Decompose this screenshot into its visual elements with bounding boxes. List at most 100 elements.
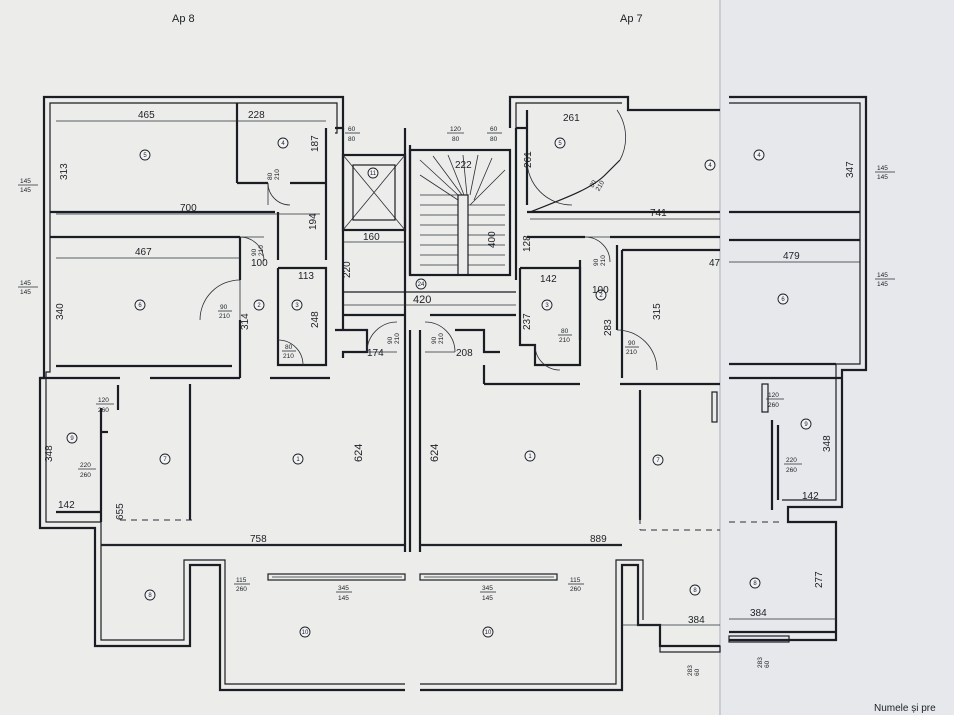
dim-741: 741 [650,208,667,219]
svg-text:3: 3 [545,303,549,309]
footer-text: Numele și pre [874,703,936,714]
ap-7-title: Ap 7 [620,13,643,25]
svg-text:8: 8 [148,593,152,599]
room-label-5-right: 5 [554,137,566,149]
landing-area [343,291,516,552]
svg-text:145: 145 [20,289,31,296]
svg-text:145: 145 [482,595,493,602]
dashed-lines [120,518,641,530]
fraction-90-210-entry-left: 90 210 [387,333,401,344]
svg-text:80: 80 [267,172,274,180]
fraction-90-210-entry-right: 90 210 [431,333,445,344]
svg-text:6: 6 [138,303,142,309]
svg-text:120: 120 [98,397,109,404]
svg-text:260: 260 [768,402,779,409]
dim-228: 228 [248,110,265,121]
dim-624-left: 624 [353,444,365,462]
svg-text:120: 120 [450,126,461,133]
dim-174: 174 [367,348,384,359]
dimension-lines [56,120,860,626]
svg-text:1: 1 [528,454,532,460]
room-label-3-right: 3 [541,299,553,311]
svg-text:3: 3 [295,303,299,309]
fraction-120-260-strip: 120 260 [766,392,784,409]
svg-text:115: 115 [236,577,247,584]
svg-text:210: 210 [274,169,281,180]
svg-text:90: 90 [628,340,636,347]
dim-261-top: 261 [563,113,580,124]
dim-113: 113 [298,271,314,282]
svg-text:8: 8 [693,588,697,594]
svg-text:210: 210 [283,353,294,360]
svg-text:2: 2 [257,303,261,309]
svg-text:120: 120 [768,392,779,399]
svg-text:4: 4 [281,141,285,147]
svg-text:7: 7 [656,458,660,464]
fraction-60-80-right: 60 80 [487,126,502,143]
svg-text:80: 80 [348,136,356,143]
dim-313: 313 [59,163,70,180]
svg-text:260: 260 [786,467,797,474]
dim-128: 128 [522,235,533,252]
svg-text:345: 345 [482,585,493,592]
dim-348-left: 348 [44,445,55,462]
fraction-60-80: 60 80 [345,126,360,143]
svg-text:145: 145 [338,595,349,602]
dim-889: 889 [590,534,607,545]
dim-261-side: 261 [523,151,534,168]
dim-142-strip: 142 [802,491,819,502]
dim-248: 248 [310,311,321,328]
door-swings [199,109,658,371]
paper-sheet-left [0,0,720,715]
svg-text:90: 90 [220,304,228,311]
dim-384-right: 384 [688,615,705,626]
room-label-9-strip: 9 [800,418,812,430]
dim-314: 314 [240,313,251,330]
fraction-145-145-left-top: 145 145 [18,178,38,194]
balcony-windows [267,573,790,653]
room-label-10-left: 10 [299,626,311,638]
svg-text:210: 210 [595,179,607,192]
room-label-6-strip: 6 [777,293,789,305]
dim-465: 465 [138,110,155,121]
fraction-90-210-hall-left: 90 210 [251,245,265,256]
room-label-1-left: 1 [292,453,304,465]
svg-text:5: 5 [143,153,147,159]
room-label-8-strip: 8 [749,577,761,589]
svg-text:60: 60 [490,126,498,133]
svg-text:80: 80 [452,136,460,143]
dim-220: 220 [342,261,353,278]
fraction-90-210-room6-right: 90 210 [625,340,639,356]
fraction-145-145-right-top: 145 145 [875,165,895,181]
fraction-345-145-right: 345 145 [480,585,496,602]
room-label-24: 24 [415,278,427,290]
dim-100-left: 100 [251,258,268,269]
dim-160: 160 [363,232,380,243]
fraction-120-260-left: 120 260 [96,397,114,414]
svg-text:9: 9 [804,422,808,428]
svg-text:283: 283 [757,657,764,668]
svg-text:80: 80 [589,179,599,189]
dim-340: 340 [55,303,66,320]
svg-text:283: 283 [687,665,694,676]
fraction-283-60-strip: 283 60 [757,657,771,668]
interior-walls-left [40,103,407,552]
svg-text:220: 220 [80,462,91,469]
outer-walls [38,95,868,692]
room-label-1-right: 1 [524,450,536,462]
room-labels: 5 4 6 2 3 11 24 9 7 1 8 10 5 4 4 2 3 6 1… [66,137,812,638]
dim-467: 467 [135,247,152,258]
fraction-90-210-room6: 90 210 [218,304,232,320]
staircase [408,128,518,280]
svg-text:145: 145 [877,174,888,181]
dim-237: 237 [522,313,533,330]
room-label-10-right: 10 [482,626,494,638]
svg-text:80: 80 [490,136,498,143]
svg-text:80: 80 [285,344,293,351]
svg-text:60: 60 [694,668,701,676]
svg-text:2: 2 [599,293,603,299]
dimension-texts: 465 228 187 313 700 194 467 100 340 314 … [44,110,856,626]
dim-208: 208 [456,348,473,359]
svg-text:115: 115 [570,577,581,584]
